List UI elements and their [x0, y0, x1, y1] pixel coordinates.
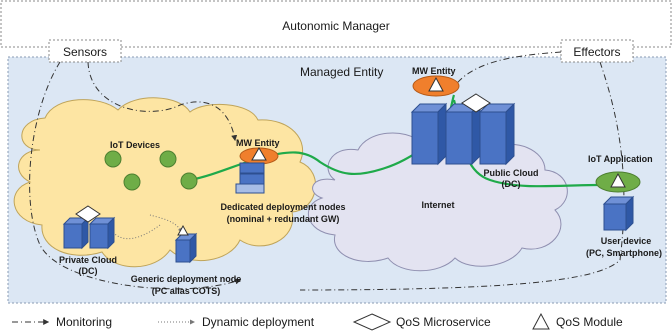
- legend-qos-module-icon: [532, 312, 550, 330]
- private-cloud-subtitle: (DC): [79, 266, 98, 276]
- dedicated-node-icon: [235, 162, 265, 194]
- iot-device-2: [159, 150, 177, 168]
- qos-microservice-icon-public: [461, 93, 491, 113]
- legend-microservice-icon: [352, 313, 392, 331]
- monitoring-line-right: [299, 61, 625, 291]
- public-cloud-title: Public Cloud: [484, 168, 539, 178]
- user-device-title: User device: [601, 236, 652, 246]
- mw-entity-local-label: MW Entity: [236, 138, 280, 148]
- iot-device-4: [180, 172, 198, 190]
- effectors-box: [560, 39, 634, 63]
- legend-monitoring-label: Monitoring: [56, 315, 112, 329]
- sensors-label: Sensors: [63, 45, 107, 59]
- user-device-subtitle: (PC, Smartphone): [586, 248, 662, 258]
- legend-deployment-label: Dynamic deployment: [202, 315, 315, 329]
- legend: Monitoring Dynamic deployment QoS Micros…: [12, 312, 623, 331]
- iot-device-3: [123, 173, 141, 191]
- iot-device-1: [104, 150, 122, 168]
- public-cloud-subtitle: (DC): [502, 179, 521, 189]
- private-cloud-servers: [62, 205, 116, 250]
- effectors-label: Effectors: [573, 45, 620, 59]
- legend-microservice-label: QoS Microservice: [396, 315, 491, 329]
- private-cloud-title: Private Cloud: [59, 255, 117, 265]
- qos-module-icon-generic: [177, 224, 189, 236]
- internet-label: Internet: [421, 200, 454, 210]
- qos-module-icon-local: [251, 147, 267, 161]
- dedicated-nodes-title: Dedicated deployment nodes: [220, 202, 345, 212]
- public-cloud-servers: [410, 93, 516, 166]
- monitoring-line-left: [87, 61, 238, 142]
- mw-entity-public-label: MW Entity: [412, 66, 456, 76]
- deployment-line-private: [109, 224, 161, 240]
- autonomic-manager-label: Autonomic Manager: [282, 19, 389, 33]
- iot-application-label: IoT Application: [588, 154, 653, 164]
- autonomic-manager-box: [0, 0, 672, 48]
- monitoring-line-effectors: [451, 51, 562, 92]
- generic-node-title: Generic deployment node: [131, 274, 242, 284]
- user-device-icon: [602, 195, 635, 232]
- managed-entity-label: Managed Entity: [300, 65, 383, 79]
- qos-microservice-icon-private: [75, 205, 101, 223]
- generic-node-subtitle: (PC alias COTS): [152, 286, 221, 296]
- dedicated-nodes-subtitle: (nominal + redundant GW): [227, 214, 340, 224]
- monitoring-line-outer: [29, 61, 242, 290]
- iot-cloud: [13, 97, 316, 268]
- legend-qos-module-label: QoS Module: [556, 315, 623, 329]
- qos-module-icon-app: [610, 172, 626, 188]
- deployment-line-generic: [149, 214, 183, 233]
- sensors-box: [48, 39, 122, 63]
- generic-node-icon: [174, 224, 198, 264]
- qos-module-icon-public: [428, 76, 444, 92]
- iot-devices-label: IoT Devices: [110, 140, 160, 150]
